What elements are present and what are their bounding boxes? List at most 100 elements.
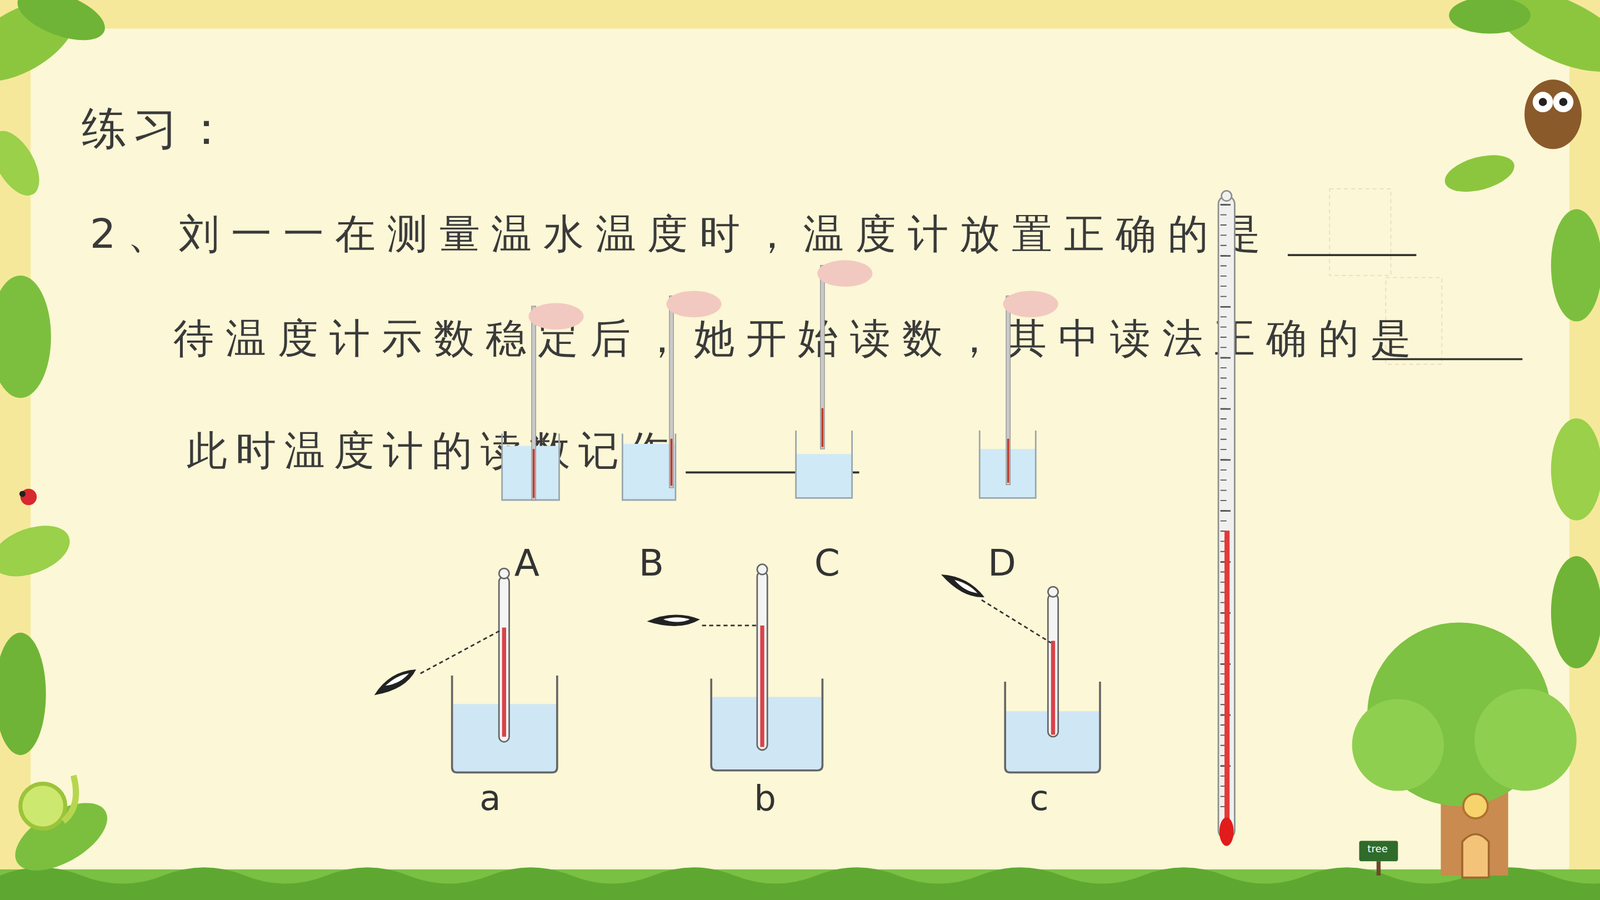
faint-box [1329, 188, 1391, 276]
liquid-column [760, 625, 764, 748]
ladybug [19, 488, 37, 505]
eye-white [384, 671, 410, 689]
thermometer [498, 576, 509, 743]
thermometer-tube [1218, 196, 1235, 839]
liquid-column [1007, 438, 1010, 483]
beaker [796, 430, 853, 498]
tree-door [1462, 834, 1489, 878]
beaker [502, 433, 560, 500]
leaf [1448, 0, 1531, 34]
tree-window [1463, 793, 1488, 819]
option-letter: A [514, 540, 540, 585]
leaf [1551, 209, 1600, 322]
thermometer [1047, 593, 1058, 737]
thermometer-cap [1047, 586, 1058, 597]
owl-body [1524, 79, 1582, 149]
eye-shape [370, 665, 420, 699]
eye [646, 615, 700, 627]
figure-letter: a [479, 777, 501, 820]
sign-post [1376, 861, 1381, 876]
thermometer-cap [757, 564, 768, 575]
liquid-column [670, 438, 673, 486]
owl-pupil [1559, 97, 1568, 107]
owl [1524, 79, 1582, 149]
thermometer-cap [498, 568, 509, 579]
option-letter: C [814, 540, 840, 585]
water [796, 453, 853, 498]
leaf [0, 275, 52, 398]
blank-line [685, 471, 859, 474]
beaker-c [938, 568, 1100, 773]
snail-shell [20, 783, 66, 829]
blank-line [1287, 253, 1417, 257]
thermometer [757, 571, 768, 750]
thermometer [820, 265, 825, 450]
tree-canopy [1474, 688, 1577, 792]
hand [528, 303, 584, 330]
beaker-d-top [979, 290, 1058, 498]
sight-line [981, 600, 1052, 643]
thermometer-bulb [1219, 817, 1234, 846]
eye-white [953, 578, 979, 596]
thermometer-cap [1221, 190, 1232, 201]
eye-shape [646, 615, 700, 627]
blank-line [1372, 358, 1523, 361]
eye [938, 568, 988, 604]
leaf [1441, 148, 1519, 199]
beaker [979, 430, 1036, 498]
sign-board [1359, 840, 1399, 862]
beaker [452, 675, 558, 773]
beaker-b [646, 564, 823, 771]
beaker-c-top [796, 260, 873, 498]
hand [817, 260, 873, 287]
panel [30, 28, 1570, 875]
thermometer [1006, 296, 1010, 485]
water [979, 448, 1036, 498]
beaker [711, 678, 823, 770]
sign-text: tree [1367, 842, 1388, 855]
grass-edge [0, 867, 1600, 900]
beaker-a-top [502, 303, 584, 500]
leaf [0, 516, 77, 587]
liquid-column [502, 627, 507, 738]
option-letter: D [987, 540, 1017, 585]
water [622, 443, 676, 500]
leaf [1551, 418, 1600, 521]
tree-house [1352, 622, 1577, 878]
liquid-column [821, 408, 824, 448]
question-text: 待温度计示数稳定后，她开始读数，其中读法正确的是 [173, 313, 1423, 363]
thermometer [669, 296, 674, 488]
slide-title: 练习： [81, 102, 235, 157]
option-letter: B [638, 540, 664, 585]
hand [1003, 290, 1059, 318]
water [712, 696, 822, 769]
beaker [1005, 681, 1100, 773]
question-text: 2、刘一一在测量温水温度时，温度计放置正确的是 [90, 209, 1273, 259]
beaker-b-top [622, 290, 722, 500]
answer-blanks [685, 255, 1523, 473]
water [453, 703, 557, 772]
owl-pupil [1538, 97, 1548, 107]
owl-eye [1532, 91, 1554, 113]
water [1006, 711, 1099, 772]
ladybug-head [19, 490, 26, 497]
beaker [622, 433, 676, 500]
large-thermometer [1218, 190, 1235, 846]
scale-ticks [1220, 203, 1227, 817]
scale-major-ticks [1220, 203, 1231, 817]
beaker-a [370, 568, 558, 773]
liquid-column [1224, 530, 1230, 827]
figure-letter: c [1029, 777, 1049, 820]
leaf [0, 632, 47, 755]
leaf [1551, 556, 1600, 669]
eye [370, 665, 420, 699]
eye-white [663, 617, 690, 622]
leaf [0, 123, 49, 204]
eye-shape [938, 568, 988, 604]
sight-line [420, 630, 500, 674]
liquid-column [1051, 640, 1055, 735]
